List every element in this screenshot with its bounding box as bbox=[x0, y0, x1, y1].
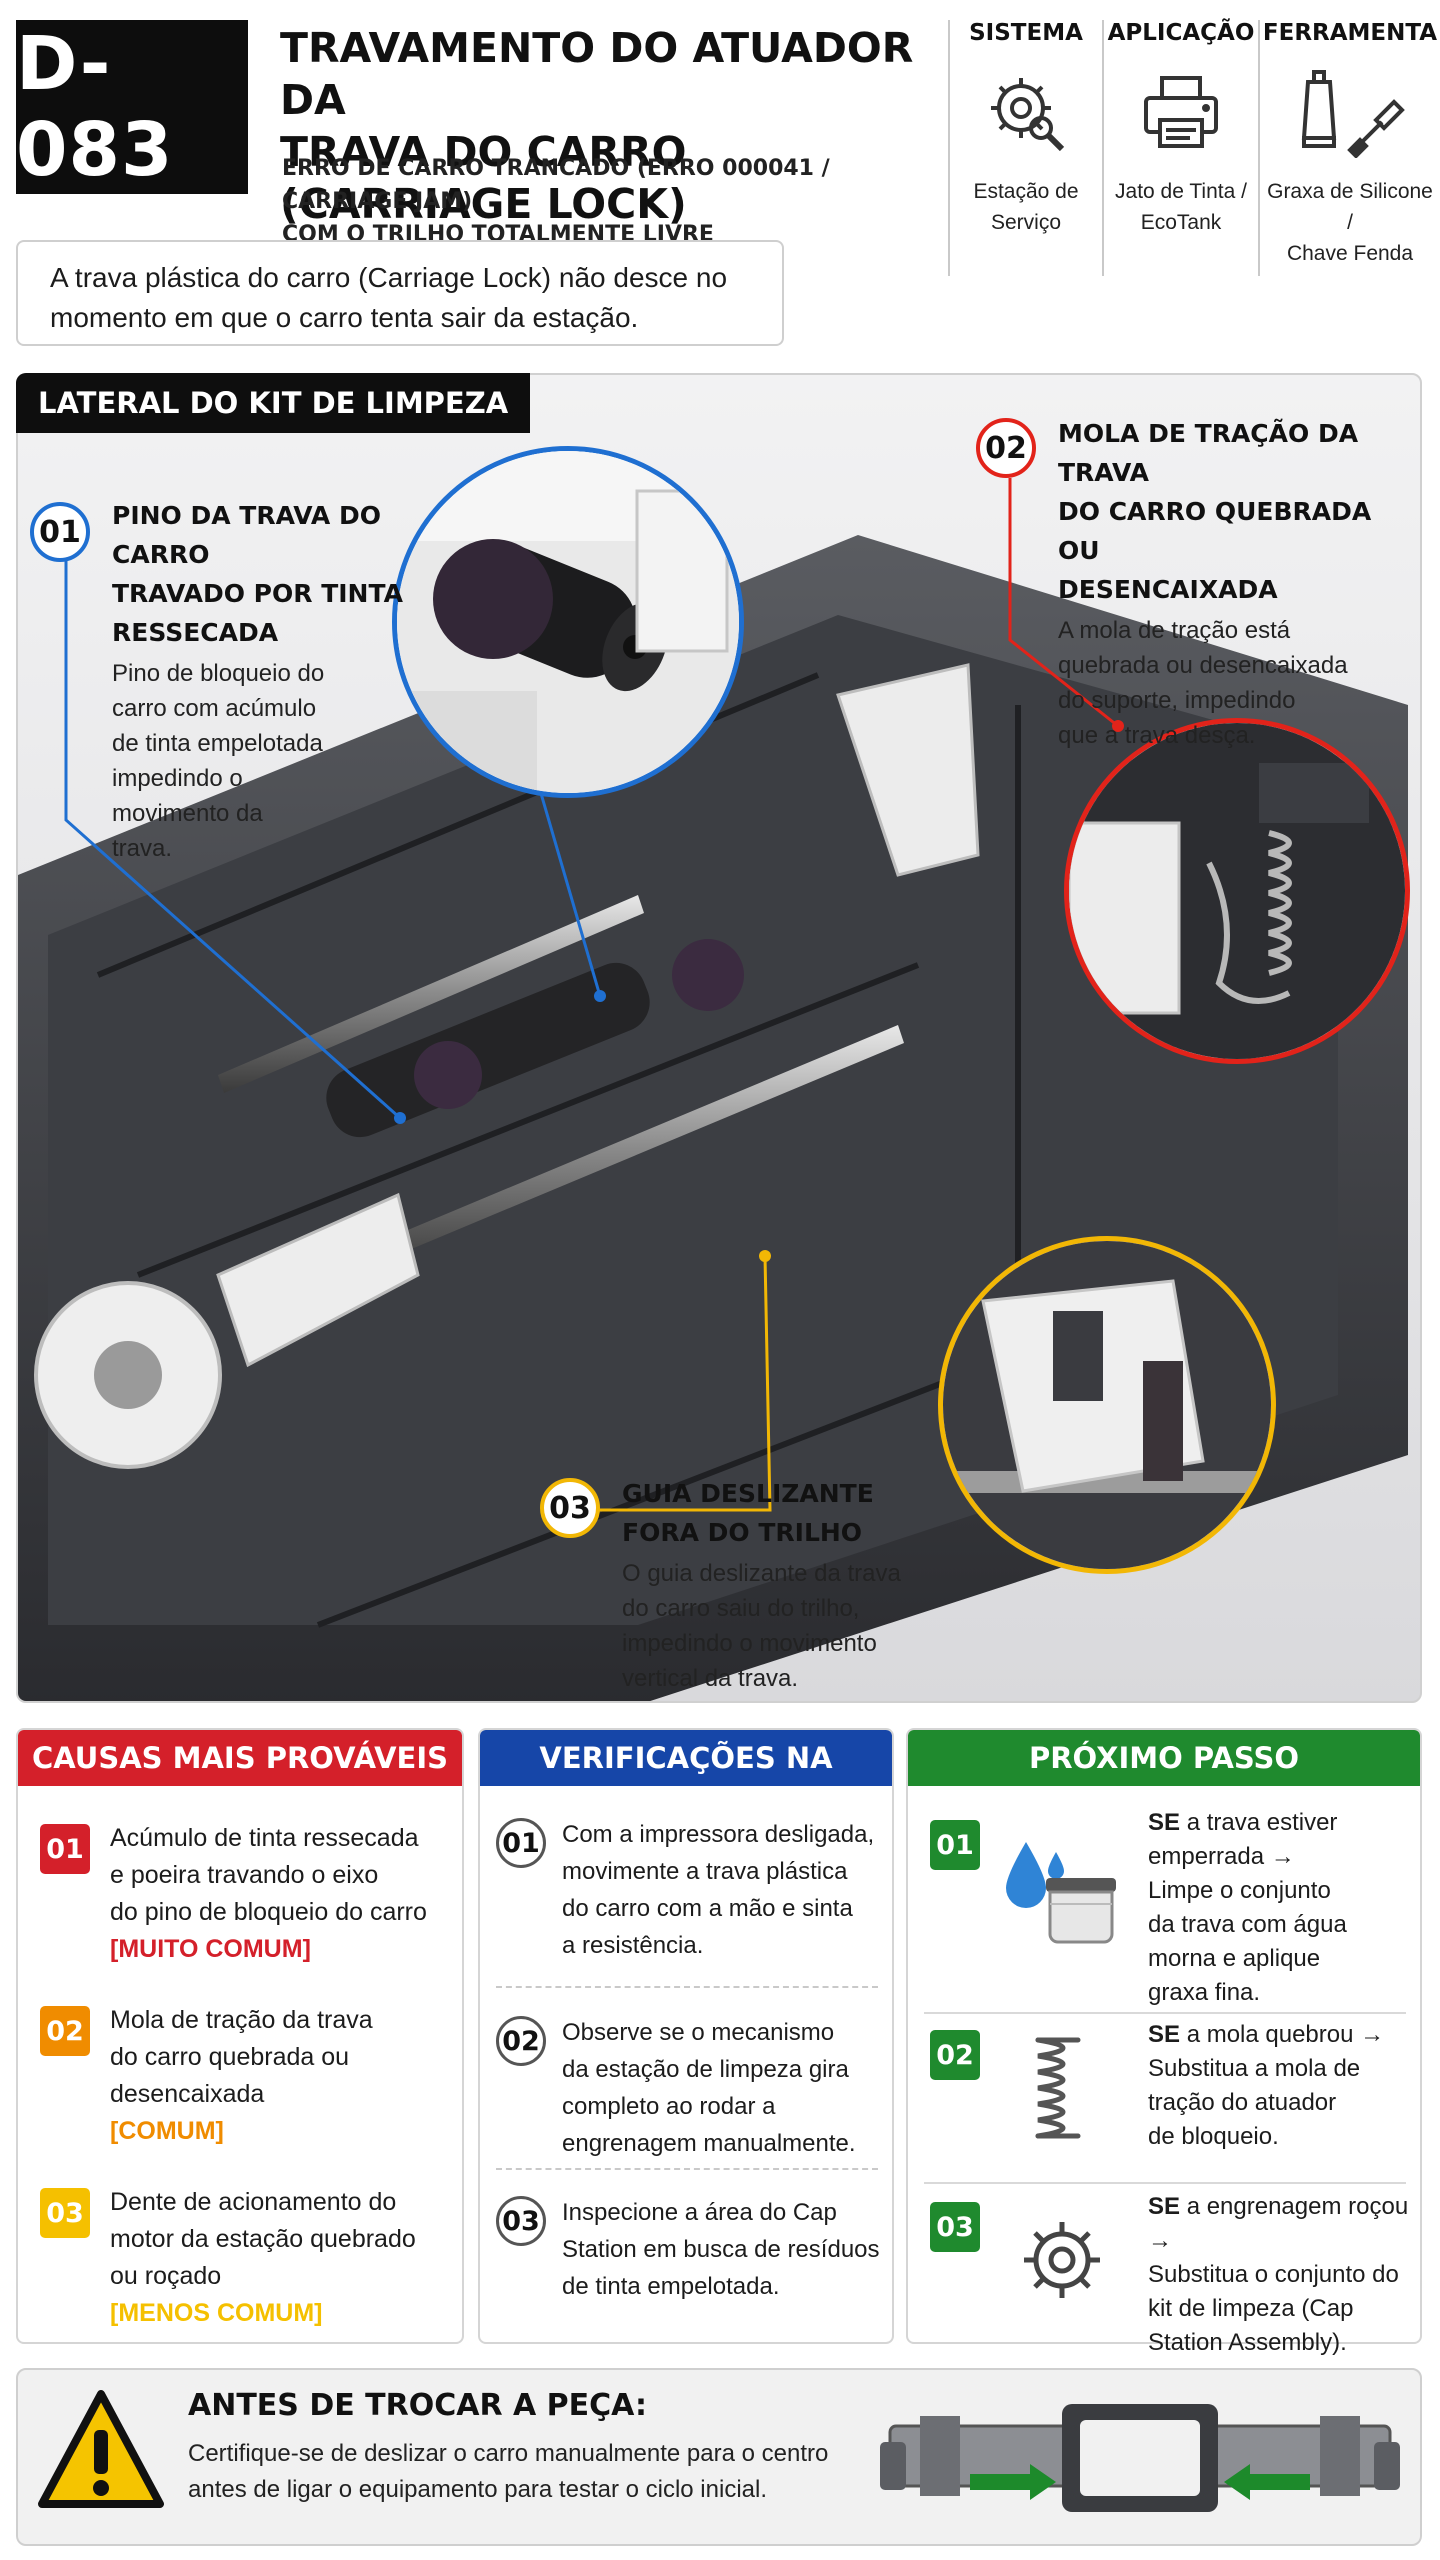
zoom-guide-detail bbox=[938, 1236, 1276, 1574]
callout-01-number: 01 bbox=[30, 502, 90, 562]
tool-label: FERRAMENTA bbox=[1262, 20, 1438, 46]
causes-heading: CAUSAS MAIS PROVÁVEIS bbox=[18, 1730, 462, 1786]
checks-heading: VERIFICAÇÕES NA ORDEM bbox=[480, 1730, 892, 1831]
warning-text: Certifique-se de deslizar o carro manual… bbox=[188, 2440, 829, 2503]
page-title: TRAVAMENTO DO ATUADOR DA TRAVA DO CARRO … bbox=[280, 24, 914, 228]
warning-triangle-icon bbox=[36, 2386, 166, 2516]
checks-panel: VERIFICAÇÕES NA ORDEM 01 Com a impressor… bbox=[478, 1728, 894, 2344]
next-02: SE a mola quebrou → Substitua a mola de … bbox=[1148, 2021, 1385, 2150]
causes-panel: CAUSAS MAIS PROVÁVEIS 01 Acúmulo de tint… bbox=[16, 1728, 464, 2344]
carriage-center-illustration bbox=[880, 2386, 1400, 2526]
gear-icon bbox=[1012, 2210, 1112, 2310]
header-system: SISTEMA Estação de Serviço bbox=[952, 20, 1100, 280]
callout-03: GUIA DESLIZANTE FORA DO TRILHO O guia de… bbox=[622, 1474, 932, 1696]
gear-magnifier-icon bbox=[981, 68, 1071, 158]
cause-01-number: 01 bbox=[40, 1824, 90, 1874]
next-03: SE a engrenagem roçou → Substitua o conj… bbox=[1148, 2193, 1409, 2356]
printer-icon bbox=[1136, 68, 1226, 158]
callout-02: MOLA DE TRAÇÃO DA TRAVA DO CARRO QUEBRAD… bbox=[1058, 414, 1418, 753]
check-02: Observe se o mecanismo da estação de lim… bbox=[562, 2019, 856, 2157]
next-02-number: 02 bbox=[930, 2030, 980, 2080]
divider bbox=[496, 1986, 878, 1988]
application-label: APLICAÇÃO bbox=[1107, 20, 1255, 46]
header-divider bbox=[1258, 20, 1260, 276]
next-03-number: 03 bbox=[930, 2202, 980, 2252]
page-subtitle: ERRO DE CARRO TRANCADO (ERRO 000041 / CA… bbox=[282, 156, 830, 247]
cause-02-number: 02 bbox=[40, 2006, 90, 2056]
cause-03-frequency: [MENOS COMUM] bbox=[110, 2299, 323, 2327]
callout-01-description: Pino de bloqueio do carro com acúmulo de… bbox=[112, 660, 325, 862]
next-step-heading: PRÓXIMO PASSO bbox=[908, 1730, 1420, 1786]
callout-leader-lines bbox=[64, 478, 1124, 1512]
next-01-number: 01 bbox=[930, 1820, 980, 1870]
check-03-number: 03 bbox=[496, 2196, 546, 2246]
water-grease-icon bbox=[998, 1832, 1128, 1952]
cause-02-frequency: [COMUM] bbox=[110, 2117, 224, 2145]
intro-description: A trava plástica do carro (Carriage Lock… bbox=[16, 240, 784, 346]
callout-01-title: PINO DA TRAVA DO CARRO TRAVADO POR TINTA… bbox=[112, 501, 403, 647]
system-label: SISTEMA bbox=[969, 20, 1083, 46]
callout-02-title: MOLA DE TRAÇÃO DA TRAVA DO CARRO QUEBRAD… bbox=[1058, 419, 1372, 604]
cause-03-number: 03 bbox=[40, 2188, 90, 2238]
zoom-pin-detail bbox=[392, 446, 744, 798]
check-01-number: 01 bbox=[496, 1818, 546, 1868]
callout-01: PINO DA TRAVA DO CARRO TRAVADO POR TINTA… bbox=[112, 496, 432, 866]
callout-02-description: A mola de tração está quebrada ou desenc… bbox=[1058, 617, 1348, 749]
check-03: Inspecione a área do Cap Station em busc… bbox=[562, 2199, 880, 2300]
cause-02: Mola de tração da trava do carro quebrad… bbox=[110, 2002, 450, 2150]
callout-03-description: O guia deslizante da trava do carro saiu… bbox=[622, 1560, 901, 1692]
next-step-panel: PRÓXIMO PASSO 01 SE a trava estiver empe… bbox=[906, 1728, 1422, 2356]
check-01: Com a impressora desligada, movimente a … bbox=[562, 1821, 875, 1959]
callout-03-title: GUIA DESLIZANTE FORA DO TRILHO bbox=[622, 1479, 874, 1547]
divider bbox=[496, 2168, 878, 2170]
divider bbox=[924, 2012, 1406, 2014]
header-divider bbox=[1102, 20, 1104, 276]
header-divider bbox=[948, 20, 950, 276]
section-label: LATERAL DO KIT DE LIMPEZA bbox=[16, 373, 531, 433]
error-code-badge: D-083 bbox=[16, 20, 248, 194]
callout-03-number: 03 bbox=[540, 1478, 600, 1538]
cause-01: Acúmulo de tinta ressecada e poeira trav… bbox=[110, 1820, 450, 1968]
spring-icon bbox=[1018, 2030, 1108, 2160]
callout-02-number: 02 bbox=[976, 418, 1036, 478]
check-02-number: 02 bbox=[496, 2016, 546, 2066]
warning-title: ANTES DE TROCAR A PEÇA: bbox=[188, 2388, 647, 2423]
zoom-spring-detail bbox=[1064, 718, 1410, 1064]
header-tool: FERRAMENTA Graxa de Silicone / Chave Fen… bbox=[1262, 20, 1438, 265]
divider bbox=[924, 2182, 1406, 2184]
grease-screwdriver-icon bbox=[1290, 68, 1410, 159]
next-01: SE a trava estiver emperrada → Limpe o c… bbox=[1148, 1809, 1347, 2006]
header-application: APLICAÇÃO Jato de Tinta / EcoTank bbox=[1107, 20, 1255, 234]
cause-03: Dente de acionamento do motor da estação… bbox=[110, 2184, 450, 2332]
cause-01-frequency: [MUITO COMUM] bbox=[110, 1935, 311, 1963]
